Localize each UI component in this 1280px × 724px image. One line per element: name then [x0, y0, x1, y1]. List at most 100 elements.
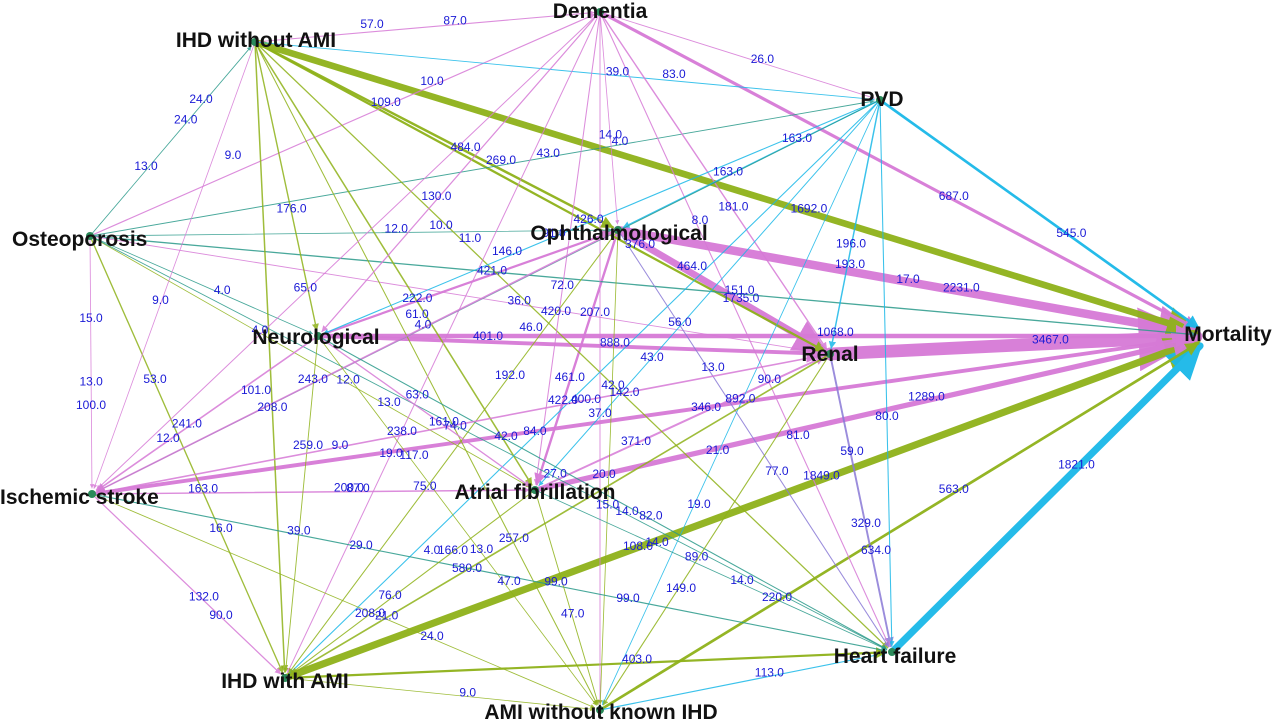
edge-ophth-to-renal: [614, 226, 829, 355]
edge-ihd_wo-to-renal: [253, 40, 826, 353]
edge-weight-label: 208.0: [355, 606, 385, 620]
edge-weight-label: 208.0: [257, 400, 287, 414]
edge-weight-label: 57.0: [360, 17, 384, 31]
node-marker-stroke: [88, 490, 96, 498]
edge-ophth-to-af: [534, 228, 620, 486]
edge-weight-label: 13.0: [470, 542, 494, 556]
node-marker-hf: [888, 648, 896, 656]
edge-osteo-to-af: [89, 235, 531, 488]
edge-weight-label: 176.0: [277, 202, 307, 216]
edge-weight-label: 74.0: [443, 418, 467, 432]
edge-weight-label: 99.0: [616, 591, 640, 605]
edge-weight-label: 243.0: [298, 372, 328, 386]
edge-weight-label: 461.0: [555, 370, 585, 384]
edge-weight-label: 75.0: [413, 479, 437, 493]
edge-renal-to-hf: [829, 353, 894, 648]
edge-weight-label: 1735.0: [723, 291, 760, 305]
edge-dementia-to-ihd_ami: [287, 11, 601, 674]
edge-weight-label: 87.0: [443, 14, 467, 28]
edge-weight-label: 47.0: [497, 574, 521, 588]
edge-weight-label: 83.0: [662, 67, 686, 81]
edge-weight-label: 14.0: [730, 573, 754, 587]
edge-weight-label: 192.0: [495, 368, 525, 382]
edge-pvd-to-ihd_ami: [288, 99, 881, 675]
node-marker-neuro: [314, 332, 322, 340]
edge-weight-label: 15.0: [596, 497, 620, 511]
edge-weight-label: 4.0: [424, 543, 441, 557]
edge-stroke-to-mort: [90, 330, 1199, 496]
edge-pvd-to-neuro: [322, 99, 881, 335]
edge-osteo-to-stroke: [89, 235, 95, 489]
edge-weight-label: 82.0: [639, 508, 663, 522]
edge-weight-label: 163.0: [782, 131, 812, 145]
edge-weight-label: 76.0: [378, 588, 402, 602]
edge-ihd_wo-to-neuro: [254, 41, 319, 331]
edge-weight-label: 257.0: [499, 531, 529, 545]
edge-ophth-to-mort: [613, 225, 1201, 348]
edge-weight-label: 21.0: [706, 443, 730, 457]
node-marker-osteo: [86, 232, 94, 240]
node-label-ophth: Ophthalmological: [530, 222, 707, 245]
edge-dementia-to-pvd: [599, 11, 875, 100]
edge-weight-label: 371.0: [621, 434, 651, 448]
node-marker-ami_wo: [596, 706, 604, 714]
edge-weight-label: 20.0: [592, 467, 616, 481]
edge-af-to-renal: [534, 355, 826, 491]
edge-weight-label: 9.0: [225, 148, 242, 162]
edge-weight-label: 10.0: [420, 74, 444, 88]
node-label-osteo: Osteoporosis: [12, 228, 147, 251]
edge-ophth-to-stroke: [96, 229, 619, 493]
edge-ihd_wo-to-af: [254, 41, 533, 486]
edge-dementia-to-ophth: [599, 11, 620, 225]
edge-weight-label: 422.0: [548, 393, 578, 407]
edge-weight-label: 15.0: [79, 311, 103, 325]
edge-weight-label: 346.0: [691, 400, 721, 414]
edge-weight-label: 222.0: [402, 291, 432, 305]
edges-layer: [89, 10, 1204, 712]
edge-dementia-to-renal: [599, 11, 828, 350]
edge-dementia-to-neuro: [321, 11, 601, 333]
edge-weight-label: 10.0: [429, 218, 453, 232]
edge-ami_wo-to-hf: [599, 651, 887, 711]
edge-pvd-to-af: [538, 99, 881, 487]
edge-weight-label: 9.0: [459, 686, 476, 700]
node-label-ihd_wo: IHD without AMI: [176, 29, 336, 52]
edge-weight-label: 91.0: [542, 226, 566, 240]
edge-renal-to-mort: [823, 307, 1203, 372]
edge-weight-label: 26.0: [751, 52, 775, 66]
edge-pvd-to-mort: [878, 98, 1200, 330]
edge-weight-label: 24.0: [189, 92, 213, 106]
edge-ihd_ami-to-hf: [283, 647, 888, 680]
edge-weight-label: 43.0: [537, 146, 561, 160]
node-label-ami_wo: AMI without known IHD: [484, 701, 717, 724]
edge-stroke-to-af: [91, 486, 530, 495]
edge-weight-label: 166.0: [438, 543, 468, 557]
edge-osteo-to-hf: [89, 235, 888, 650]
edge-ihd_ami-to-mort: [281, 335, 1201, 682]
edge-ihd_wo-to-dementia: [254, 10, 595, 43]
edge-ophth-to-hf: [617, 229, 890, 648]
edge-ihd_ami-to-ami_wo: [284, 677, 595, 712]
node-marker-pvd: [876, 96, 884, 104]
edge-weight-label: 4.0: [214, 283, 231, 297]
edge-weight-label: 43.0: [640, 350, 664, 364]
edge-weight-label: 1289.0: [908, 390, 945, 404]
node-marker-renal: [826, 350, 834, 358]
node-label-af: Atrial fibrillation: [454, 481, 615, 504]
edge-weight-label: 12.0: [385, 222, 409, 236]
node-label-hf: Heart failure: [834, 645, 957, 668]
node-label-renal: Renal: [801, 343, 858, 366]
edge-weight-label: 12.0: [336, 372, 360, 386]
edge-af-to-hf: [534, 489, 887, 650]
node-marker-af: [531, 486, 539, 494]
edge-weight-label: 464.0: [677, 259, 707, 273]
edge-weight-label: 163.0: [713, 164, 743, 178]
edge-weight-label: 8.0: [692, 213, 709, 227]
edge-weight-label: 27.0: [543, 466, 567, 480]
edge-dementia-to-stroke: [95, 11, 601, 491]
edge-weight-label: 329.0: [851, 516, 881, 530]
edge-osteo-to-ihd_ami: [89, 235, 284, 674]
edge-weight-label: 200.0: [334, 481, 364, 495]
